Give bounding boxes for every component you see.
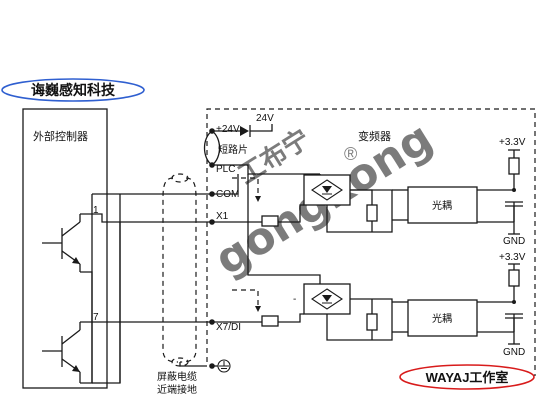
- resistor-icon-upper-input: [261, 215, 279, 227]
- optocoupler-lower-label: 光耦: [432, 312, 452, 325]
- brand-badge-outline: [1, 78, 145, 102]
- brand-badge-text: 诲巍感知科技: [31, 82, 116, 98]
- wire-number-1: 1: [93, 205, 99, 216]
- watermark-registered-icon: ®: [344, 144, 357, 164]
- short-link: [203, 130, 213, 166]
- brand-badge: 诲巍感知科技: [1, 78, 145, 102]
- bridge-rectifier-icon-lower: [303, 283, 351, 315]
- watermark-badge-outline: [399, 364, 535, 390]
- resistor-icon-upper-shunt: [366, 204, 378, 222]
- bridge-rectifier-icon-upper: [303, 174, 351, 206]
- resistor-icon-upper-pullup: [508, 157, 520, 175]
- watermark-badge-text: WAYAJ工作室: [426, 370, 509, 385]
- external-controller-label: 外部控制器: [33, 129, 88, 143]
- resistor-icon-lower-pullup: [508, 269, 520, 287]
- upper-vcc-label: +3.3V: [499, 137, 526, 148]
- upper-gnd-label: GND: [503, 236, 525, 247]
- diode-icon: [240, 125, 251, 137]
- supply-24v-label: 24V: [256, 113, 274, 124]
- terminal-plc-label: PLC: [216, 164, 235, 175]
- inverter-label: 变频器: [358, 129, 391, 143]
- inverter-boundary: [206, 108, 536, 376]
- resistor-icon-lower-shunt: [366, 313, 378, 331]
- shield-label-line2: 近端接地: [157, 383, 197, 396]
- watermark-badge: WAYAJ工作室: [399, 364, 535, 390]
- npn-transistor-icon-lower: [42, 322, 81, 383]
- short-link-label: 短路片: [218, 143, 248, 156]
- wire-number-7: 7: [93, 312, 99, 323]
- lower-vcc-label: +3.3V: [499, 252, 526, 263]
- optocoupler-upper: [407, 186, 478, 224]
- lower-gnd-label: GND: [503, 347, 525, 358]
- ground-icon: [217, 359, 231, 373]
- optocoupler-upper-label: 光耦: [432, 199, 452, 212]
- external-controller-box: [22, 108, 108, 389]
- shield-label-line1: 屏蔽电缆: [157, 370, 197, 383]
- optocoupler-lower: [407, 299, 478, 337]
- lower-channel-minus-sign: -: [293, 294, 296, 305]
- terminal-24v-label: +24V: [216, 124, 240, 135]
- terminal-x1-label: X1: [216, 211, 229, 222]
- shielded-cable: [162, 173, 197, 367]
- terminal-x7-label: X7/DI: [216, 322, 241, 333]
- npn-transistor-icon-upper: [42, 214, 81, 272]
- resistor-icon-lower-input: [261, 315, 279, 327]
